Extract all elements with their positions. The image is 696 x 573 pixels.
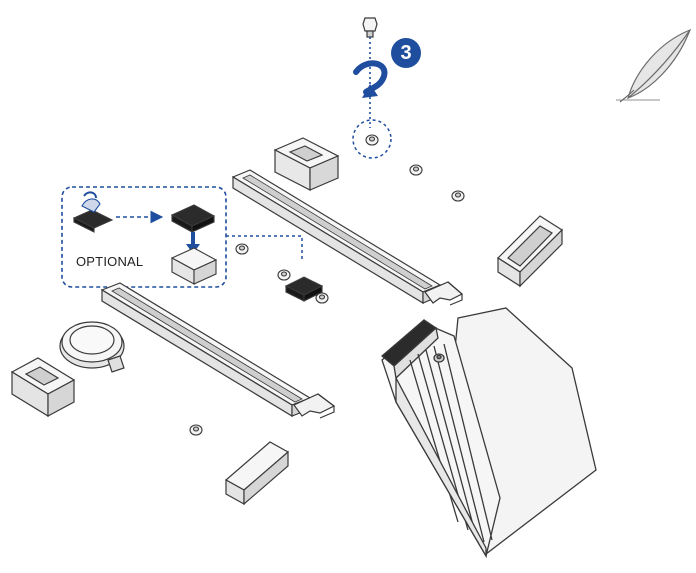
standoffs (189, 134, 465, 436)
standoff (409, 164, 423, 176)
optional-callout-box (61, 186, 227, 288)
small-connector-right (497, 215, 563, 288)
quill-pen-icon (616, 28, 692, 103)
step-number-badge: 3 (391, 38, 421, 68)
standoff (365, 134, 379, 146)
standoff (315, 292, 329, 304)
heatsink-block (170, 247, 218, 285)
m2-screw (362, 17, 378, 38)
m2-heatsink-cover (380, 307, 597, 559)
standoff (235, 243, 249, 255)
installed-thermal-pad (284, 275, 324, 302)
small-connector-top (273, 137, 340, 191)
pcie-slot-lower (100, 282, 336, 419)
pcie-slot-upper (231, 169, 464, 306)
small-connector-left (10, 357, 76, 418)
callout-connector-line (226, 235, 303, 262)
optional-label: OPTIONAL (76, 254, 144, 269)
standoff (277, 269, 291, 281)
thermal-pad (170, 204, 216, 233)
standoff (189, 424, 203, 436)
small-connector-bottom (224, 441, 290, 506)
standoff (451, 190, 465, 202)
cmos-battery (59, 321, 125, 373)
peel-film-icon (72, 191, 114, 233)
clockwise-arrow-icon (353, 60, 388, 98)
standoff-highlight-circle (352, 119, 392, 159)
